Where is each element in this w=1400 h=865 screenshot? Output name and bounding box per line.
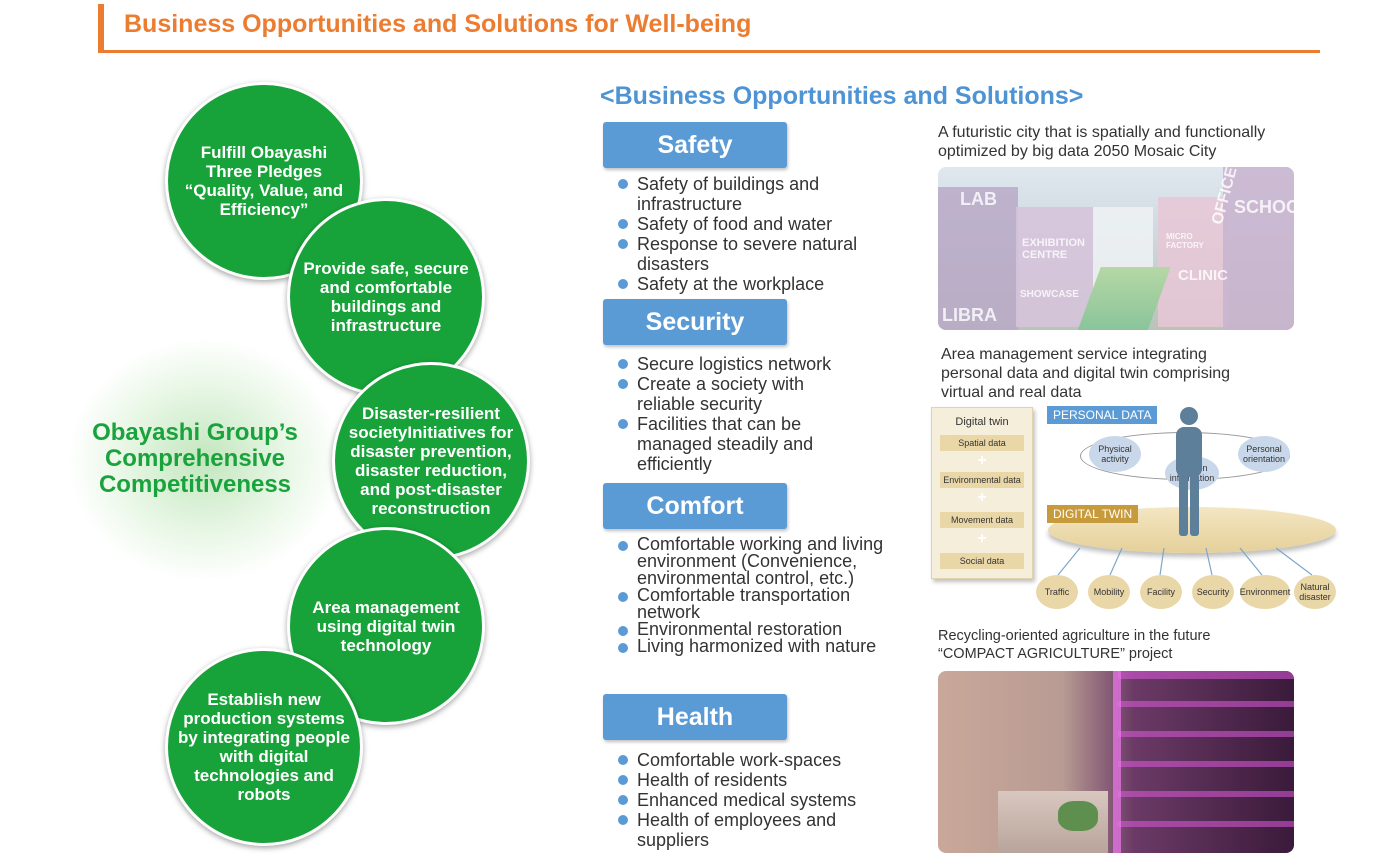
node-natural-disaster: Natural disaster <box>1294 575 1336 609</box>
node-facility: Facility <box>1140 575 1182 609</box>
page-title: Business Opportunities and Solutions for… <box>124 10 752 38</box>
competitiveness-glow <box>70 340 340 580</box>
dt-item: Social data <box>940 553 1024 569</box>
city-label: LAB <box>960 189 997 209</box>
node-environment: Environment <box>1240 575 1290 609</box>
list-item: Safety of food and water <box>618 214 858 234</box>
building-shape <box>1158 197 1228 327</box>
node-mobility: Mobility <box>1088 575 1130 609</box>
connector-arrows <box>1057 547 1313 576</box>
agri-caption: Recycling-oriented agriculture in the fu… <box>938 628 1211 662</box>
list-item: Facilities that can be managed steadily … <box>618 414 848 474</box>
list-item: Enhanced medical systems <box>618 790 868 810</box>
list-item: Health of employees and suppliers <box>618 810 868 850</box>
comfort-list: Comfortable working and living environme… <box>618 535 893 655</box>
category-security: Security <box>603 299 787 345</box>
list-item: Create a society with reliable security <box>618 374 848 414</box>
dt-item: Movement data <box>940 512 1024 528</box>
dt-item: Environmental data <box>940 472 1024 488</box>
header-divider <box>98 50 1320 53</box>
building-shape <box>938 187 1018 330</box>
dt-panel-title: Digital twin <box>955 416 1009 428</box>
production-systems-circle: Establish new production systems by inte… <box>165 648 363 846</box>
category-safety: Safety <box>603 122 787 168</box>
category-health: Health <box>603 694 787 740</box>
list-item: Response to severe natural disasters <box>618 234 858 274</box>
node-traffic: Traffic <box>1036 575 1078 609</box>
list-item: Safety of buildings and infrastructure <box>618 174 858 214</box>
rack-shape <box>1113 671 1121 853</box>
plant-shape <box>1058 801 1098 831</box>
rack-shape <box>1118 761 1294 767</box>
person-icon <box>1176 407 1202 536</box>
plus-icon: + <box>977 530 987 547</box>
rack-shape <box>1118 731 1294 737</box>
city-label: EXHIBITION CENTRE <box>1022 237 1085 261</box>
rack-shape <box>1118 821 1294 827</box>
safety-list: Safety of buildings and infrastructure S… <box>618 174 858 294</box>
header-accent-bar <box>98 4 104 52</box>
city-label: MICRO FACTORY <box>1166 232 1204 250</box>
list-item: Living harmonized with nature <box>618 637 893 655</box>
list-item: Environmental restoration <box>618 620 893 638</box>
digital-twin-panel: Digital twin Spatial data + Environmenta… <box>931 407 1033 579</box>
bubble-physical-activity: Physical activity <box>1089 436 1141 472</box>
security-list: Secure logistics network Create a societ… <box>618 354 848 474</box>
list-item: Health of residents <box>618 770 868 790</box>
city-label: SCHOOL <box>1234 197 1294 217</box>
list-item: Secure logistics network <box>618 354 848 374</box>
personal-data-tag: PERSONAL DATA <box>1047 406 1158 424</box>
city-label: LIBRA <box>942 305 997 325</box>
rack-shape <box>1118 701 1294 707</box>
list-item: Comfortable transportation network <box>618 586 893 621</box>
pledge-circle: Fulfill Obayashi Three Pledges “Quality,… <box>165 82 363 280</box>
node-security: Security <box>1192 575 1234 609</box>
plus-icon: + <box>977 452 987 469</box>
city-label: CLINIC <box>1178 267 1228 284</box>
dt-item: Spatial data <box>940 435 1024 451</box>
mosaic-city-image: LAB EXHIBITION CENTRE OFFICE SCHOOL CLIN… <box>938 167 1294 330</box>
list-item: Safety at the workplace <box>618 274 858 294</box>
digital-twin-tag: DIGITAL TWIN <box>1047 505 1139 523</box>
section-heading: <Business Opportunities and Solutions> <box>600 82 1084 110</box>
list-item: Comfortable work-spaces <box>618 750 868 770</box>
bubble-personal-orientation: Personal orientation <box>1238 436 1290 472</box>
list-item: Comfortable working and living environme… <box>618 535 893 587</box>
building-shape <box>1223 167 1294 330</box>
compact-agriculture-image <box>938 671 1294 853</box>
dt-caption: Area management service integrating pers… <box>941 346 1231 401</box>
city-caption: A futuristic city that is spatially and … <box>938 124 1266 160</box>
rack-shape <box>1118 791 1294 797</box>
safe-buildings-circle: Provide safe, secure and comfortable bui… <box>287 198 485 396</box>
plus-icon: + <box>977 489 987 506</box>
competitiveness-label: Obayashi Group’s Comprehensive Competiti… <box>92 419 298 498</box>
category-comfort: Comfort <box>603 483 787 529</box>
health-list: Comfortable work-spaces Health of reside… <box>618 750 868 850</box>
city-label: SHOWCASE <box>1020 289 1079 300</box>
rack-shape <box>1118 671 1294 679</box>
building-shape <box>1016 207 1094 327</box>
